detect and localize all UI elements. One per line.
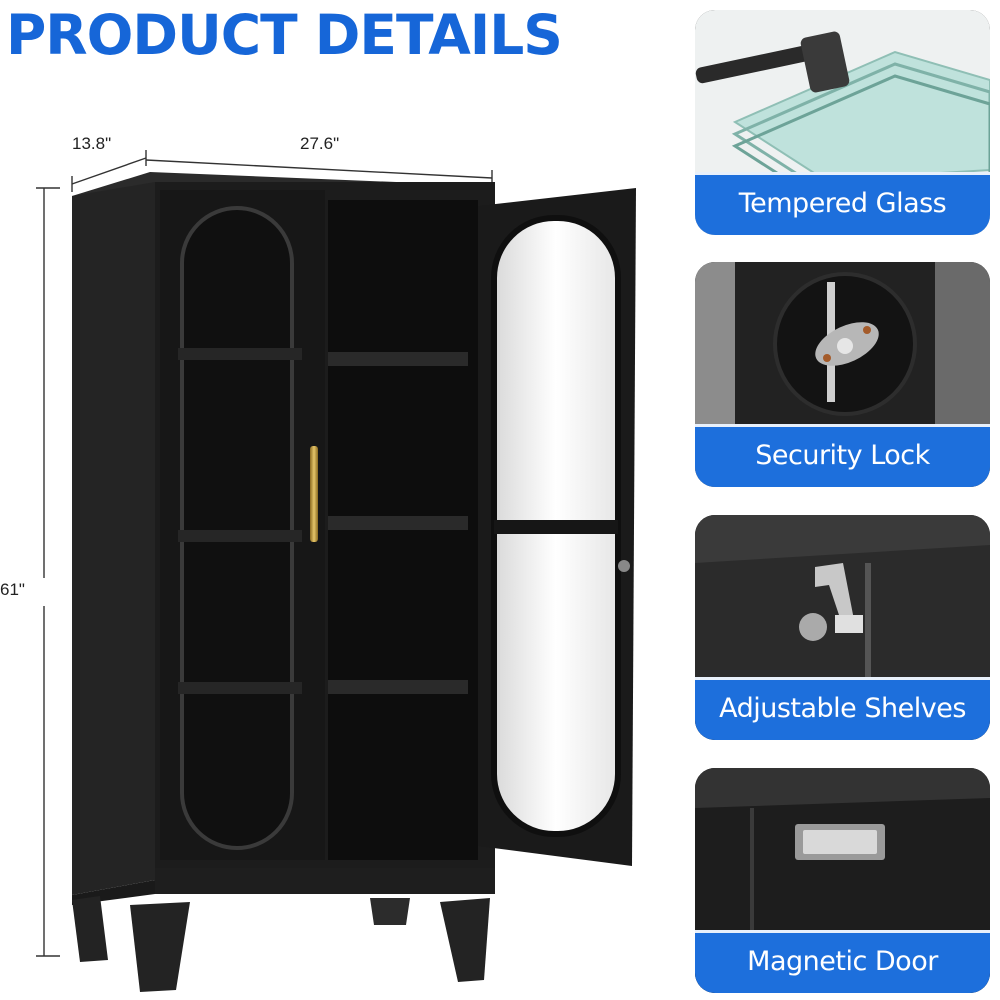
cabinet-illustration: [72, 172, 636, 992]
page-title: PRODUCT DETAILS: [6, 3, 563, 67]
feature-card-security-lock: Security Lock: [695, 262, 990, 487]
feature-label: Tempered Glass: [695, 172, 990, 235]
dimension-lines: [36, 150, 493, 957]
feature-card-tempered-glass: Tempered Glass: [695, 10, 990, 235]
width-dimension-label: 27.6": [300, 134, 340, 153]
feature-label: Adjustable Shelves: [695, 677, 990, 740]
feature-label: Magnetic Door: [695, 930, 990, 993]
depth-dimension-label: 13.8": [72, 134, 112, 153]
feature-card-adjustable-shelves: Adjustable Shelves: [695, 515, 990, 740]
feature-label: Security Lock: [695, 424, 990, 487]
feature-card-magnetic-door: Magnetic Door: [695, 768, 990, 993]
height-dimension-label: 61": [0, 580, 25, 599]
